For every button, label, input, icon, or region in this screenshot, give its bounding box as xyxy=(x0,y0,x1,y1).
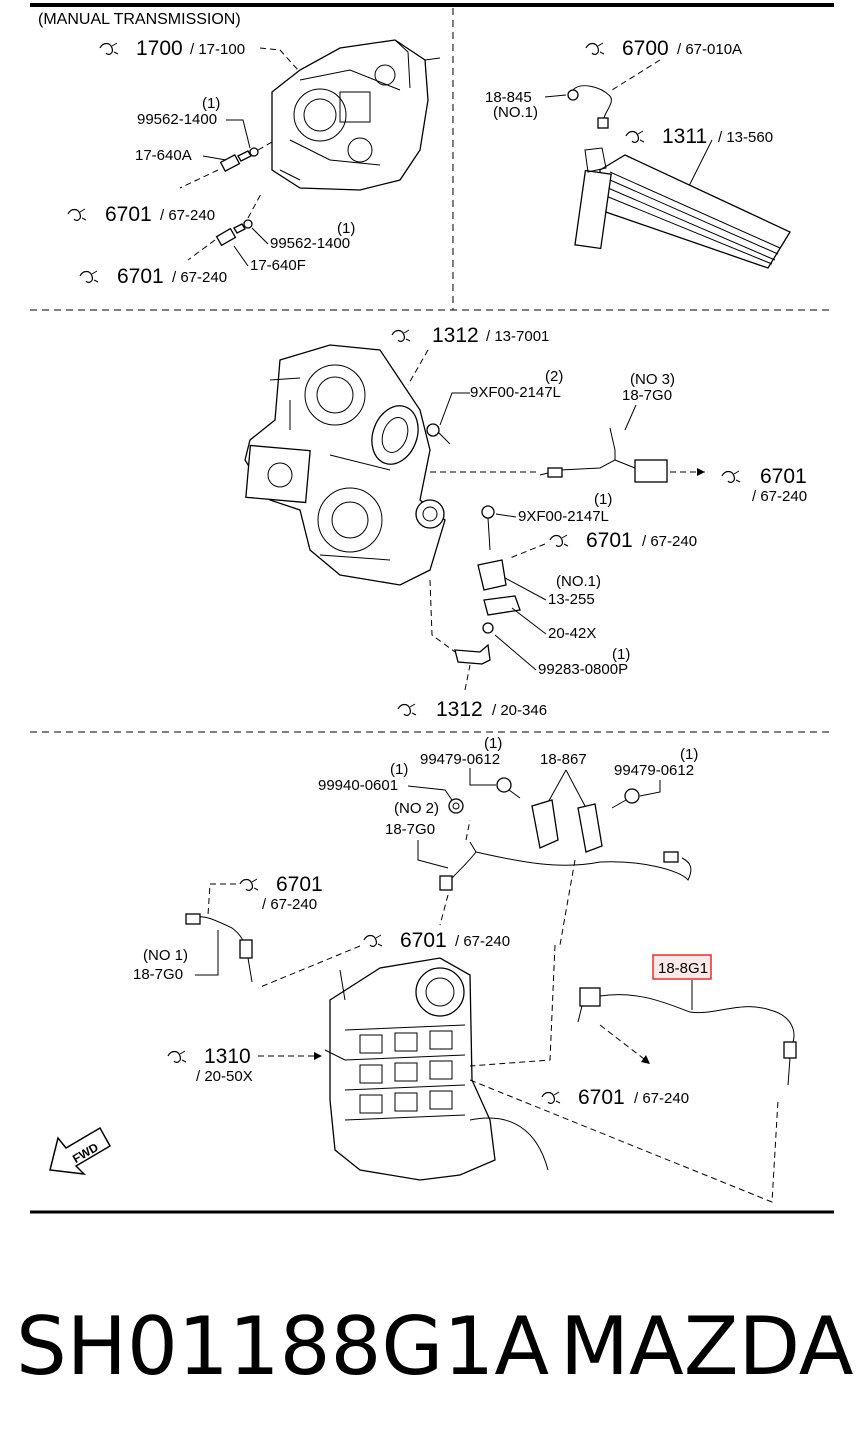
section-title: (MANUAL TRANSMISSION) xyxy=(38,11,241,28)
label-no2: (NO 2) xyxy=(394,800,439,817)
sensor-18-8G1 xyxy=(577,980,797,1086)
qty-99283: (1) xyxy=(612,646,630,663)
svg-text:/ 17-100: / 17-100 xyxy=(190,41,245,58)
svg-text:/ 67-240: / 67-240 xyxy=(160,207,215,224)
sensor-18-845 xyxy=(567,85,612,129)
label-99479-b: 99479-0612 xyxy=(614,762,694,779)
ref-1312-b: 1312 / 20-346 xyxy=(397,664,547,721)
sensor-18-7G0-no2 xyxy=(439,819,692,926)
qty-9xf00-a: (2) xyxy=(545,368,563,385)
label-13-255: 13-255 xyxy=(548,591,595,608)
svg-text:/ 13-7001: / 13-7001 xyxy=(486,328,549,345)
svg-text:/ 20-346: / 20-346 xyxy=(492,702,547,719)
svg-text:/ 67-240: / 67-240 xyxy=(642,533,697,550)
label-18-867: 18-867 xyxy=(540,751,587,768)
ref-6701-c: 6701 / 67-240 xyxy=(721,465,807,505)
svg-text:6700: 6700 xyxy=(622,37,669,60)
label-18-7G0-no2: 18-7G0 xyxy=(385,821,435,838)
sensor-18-7G0-no3 xyxy=(539,427,668,483)
qty-99562-a: (1) xyxy=(202,95,220,112)
svg-text:1312: 1312 xyxy=(432,324,479,347)
qty-99562-b: (1) xyxy=(337,220,355,237)
svg-text:/ 67-010A: / 67-010A xyxy=(677,41,742,58)
label-no1-a: (NO.1) xyxy=(493,104,538,121)
ref-6700: 6700 / 67-010A xyxy=(585,37,742,91)
label-99479-a: 99479-0612 xyxy=(420,751,500,768)
ref-6701-g: 6701 / 67-240 xyxy=(469,859,779,1203)
bracket-13-255 xyxy=(477,559,521,634)
bolt-99479-a xyxy=(469,768,521,799)
svg-text:6701: 6701 xyxy=(578,1086,625,1109)
fwd-arrow-icon: FWD xyxy=(49,1126,112,1175)
intercooler-drawing xyxy=(574,147,791,269)
qty-99479-a: (1) xyxy=(484,735,502,752)
label-17-640A: 17-640A xyxy=(135,147,192,164)
brand-name: MAZDA xyxy=(560,1300,854,1393)
label-99283: 99283-0800P xyxy=(538,661,628,678)
ref-1311: 1311 / 13-560 xyxy=(625,125,773,189)
svg-text:/ 13-560: / 13-560 xyxy=(718,129,773,146)
svg-text:/ 67-240: / 67-240 xyxy=(172,269,227,286)
qty-99940: (1) xyxy=(390,761,408,778)
turbocharger-drawing xyxy=(244,344,446,586)
svg-text:1312: 1312 xyxy=(436,698,483,721)
svg-text:6701: 6701 xyxy=(586,529,633,552)
svg-text:/ 67-240: / 67-240 xyxy=(752,488,807,505)
svg-text:6701: 6701 xyxy=(400,929,447,952)
footer: SH01188G1A MAZDA xyxy=(0,1292,864,1402)
catalytic-converter-drawing xyxy=(324,957,549,1181)
qty-99479-b: (1) xyxy=(680,746,698,763)
svg-text:6701: 6701 xyxy=(105,203,152,226)
bolt-99479-b xyxy=(611,780,661,809)
svg-text:1311: 1311 xyxy=(662,125,707,148)
bolt-9xf00-b xyxy=(481,505,495,551)
label-18-845: 18-845 xyxy=(485,89,532,106)
label-99562-a: 99562-1400 xyxy=(137,111,217,128)
sensor-18-7G0-no1 xyxy=(185,913,253,983)
ref-6701-b: 6701 / 67-240 xyxy=(79,265,227,288)
parts-diagram: (MANUAL TRANSMISSION) 1700 / 17-100 (1) … xyxy=(30,3,834,1214)
svg-text:6701: 6701 xyxy=(117,265,164,288)
ref-6701-e: 6701 / 67-240 xyxy=(207,873,323,916)
ref-6701-a: 6701 / 67-240 xyxy=(67,203,215,226)
label-99562-b: 99562-1400 xyxy=(270,235,350,252)
part-number: SH01188G1A xyxy=(16,1300,550,1393)
ref-6701-d: 6701 / 67-240 xyxy=(509,529,697,559)
label-20-42X: 20-42X xyxy=(548,625,596,642)
label-no1-c: (NO 1) xyxy=(143,947,188,964)
nut-99940 xyxy=(407,785,464,814)
svg-text:6701: 6701 xyxy=(760,465,807,488)
ref-1700: 1700 / 17-100 xyxy=(99,37,299,71)
highlight-18-8G1: 18-8G1 xyxy=(652,954,712,980)
ref-1310: 1310 / 20-50X xyxy=(167,1045,322,1085)
label-no3: (NO 3) xyxy=(630,371,675,388)
label-no1-b: (NO.1) xyxy=(556,573,601,590)
ref-1312-a: 1312 / 13-7001 xyxy=(391,324,549,386)
sensor-17-640A xyxy=(179,141,273,189)
svg-text:/ 67-240: / 67-240 xyxy=(455,933,510,950)
transmission-drawing xyxy=(271,39,441,191)
svg-text:1310: 1310 xyxy=(204,1045,251,1068)
label-18-7G0-no1: 18-7G0 xyxy=(133,966,183,983)
svg-text:18-8G1: 18-8G1 xyxy=(658,960,708,977)
label-17-640F: 17-640F xyxy=(250,257,306,274)
bolt-9xf00-a xyxy=(426,392,470,445)
label-18-7G0-no3: 18-7G0 xyxy=(622,387,672,404)
svg-text:/ 20-50X: / 20-50X xyxy=(196,1068,253,1085)
label-9xf00-b: 9XF00-2147L xyxy=(518,508,609,525)
label-99940: 99940-0601 xyxy=(318,777,398,794)
bracket-18-867 xyxy=(531,799,603,853)
label-9xf00-a: 9XF00-2147L xyxy=(470,384,561,401)
pipe-20-346 xyxy=(429,579,491,665)
svg-text:/ 67-240: / 67-240 xyxy=(634,1090,689,1107)
svg-text:1700: 1700 xyxy=(136,37,183,60)
ref-6701-f: 6701 / 67-240 xyxy=(257,929,510,989)
svg-text:6701: 6701 xyxy=(276,873,323,896)
qty-9xf00-b: (1) xyxy=(594,491,612,508)
sensor-17-640F xyxy=(187,191,263,261)
svg-text:/ 67-240: / 67-240 xyxy=(262,896,317,913)
